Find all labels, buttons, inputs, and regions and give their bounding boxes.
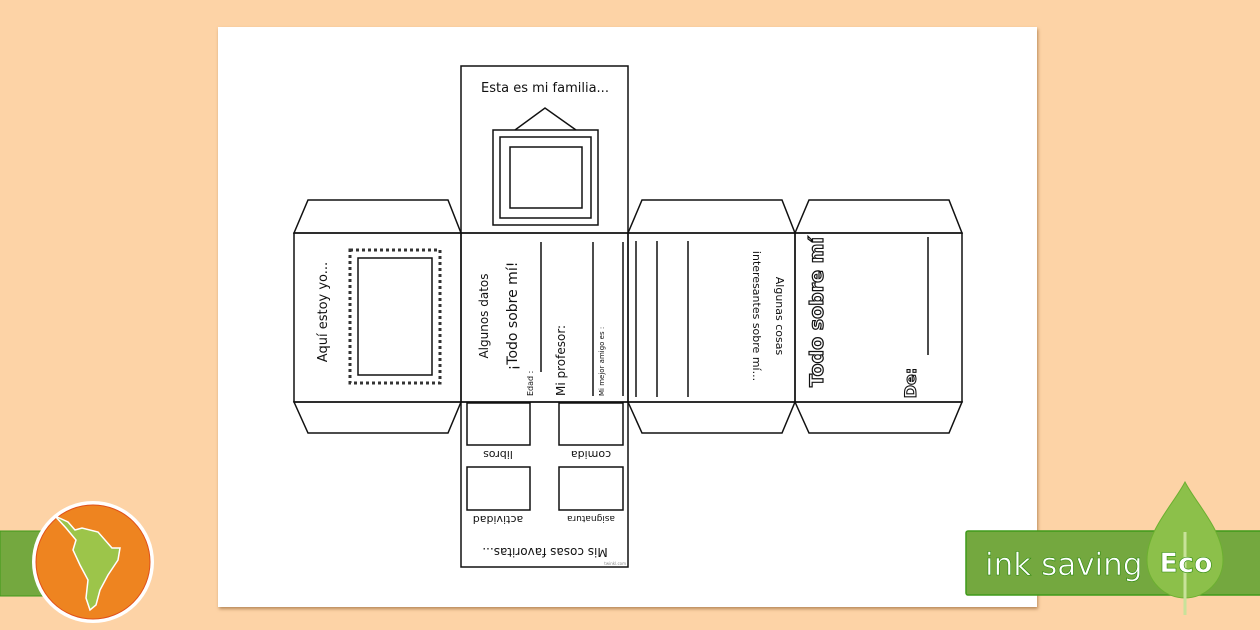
ink-saving-banner: ink saving Eco <box>965 480 1260 615</box>
right-panel-interesting: Algunas cosas interesantes sobre mí... <box>626 199 797 434</box>
friend-label: Mi mejor amigo es : <box>598 327 606 396</box>
favourite-label-books: libros <box>483 448 513 461</box>
favourite-label-subject: asignatura <box>567 513 615 523</box>
interesting-heading: Algunas cosas <box>773 277 786 356</box>
right-panel-cover: Todo sobre mí De: <box>793 199 964 434</box>
facts-subheading: ¡Todo sobre mí! <box>505 262 521 371</box>
teacher-label: Mi profesor: <box>554 325 568 396</box>
interesting-subheading: interesantes sobre mí... <box>750 251 763 381</box>
facts-heading: Algunos datos <box>477 273 491 358</box>
favourite-label-food: comida <box>571 448 611 461</box>
cover-title: Todo sobre mí <box>806 236 828 387</box>
family-title: Esta es mi familia... <box>481 81 609 96</box>
bottom-panel-favourites: libros comida actividad asignatura Mis c… <box>460 401 629 568</box>
age-label: Edad : <box>526 371 535 396</box>
favourites-title: Mis cosas favoritas... <box>482 545 607 559</box>
south-america-logo-icon <box>32 501 154 623</box>
doodle-frame-icon <box>348 248 442 385</box>
credit-text: twinkl.com <box>604 561 626 566</box>
photo-title: Aquí estoy yo... <box>316 262 331 362</box>
eco-badge: Eco <box>1160 548 1213 579</box>
center-panel-facts: Algunos datos ¡Todo sobre mí! Edad : Mi … <box>460 232 629 403</box>
picture-frame-icon <box>492 107 599 226</box>
ink-saving-label: ink saving <box>985 547 1143 583</box>
from-label: De: <box>901 368 920 399</box>
favourite-label-activity: actividad <box>473 513 523 526</box>
